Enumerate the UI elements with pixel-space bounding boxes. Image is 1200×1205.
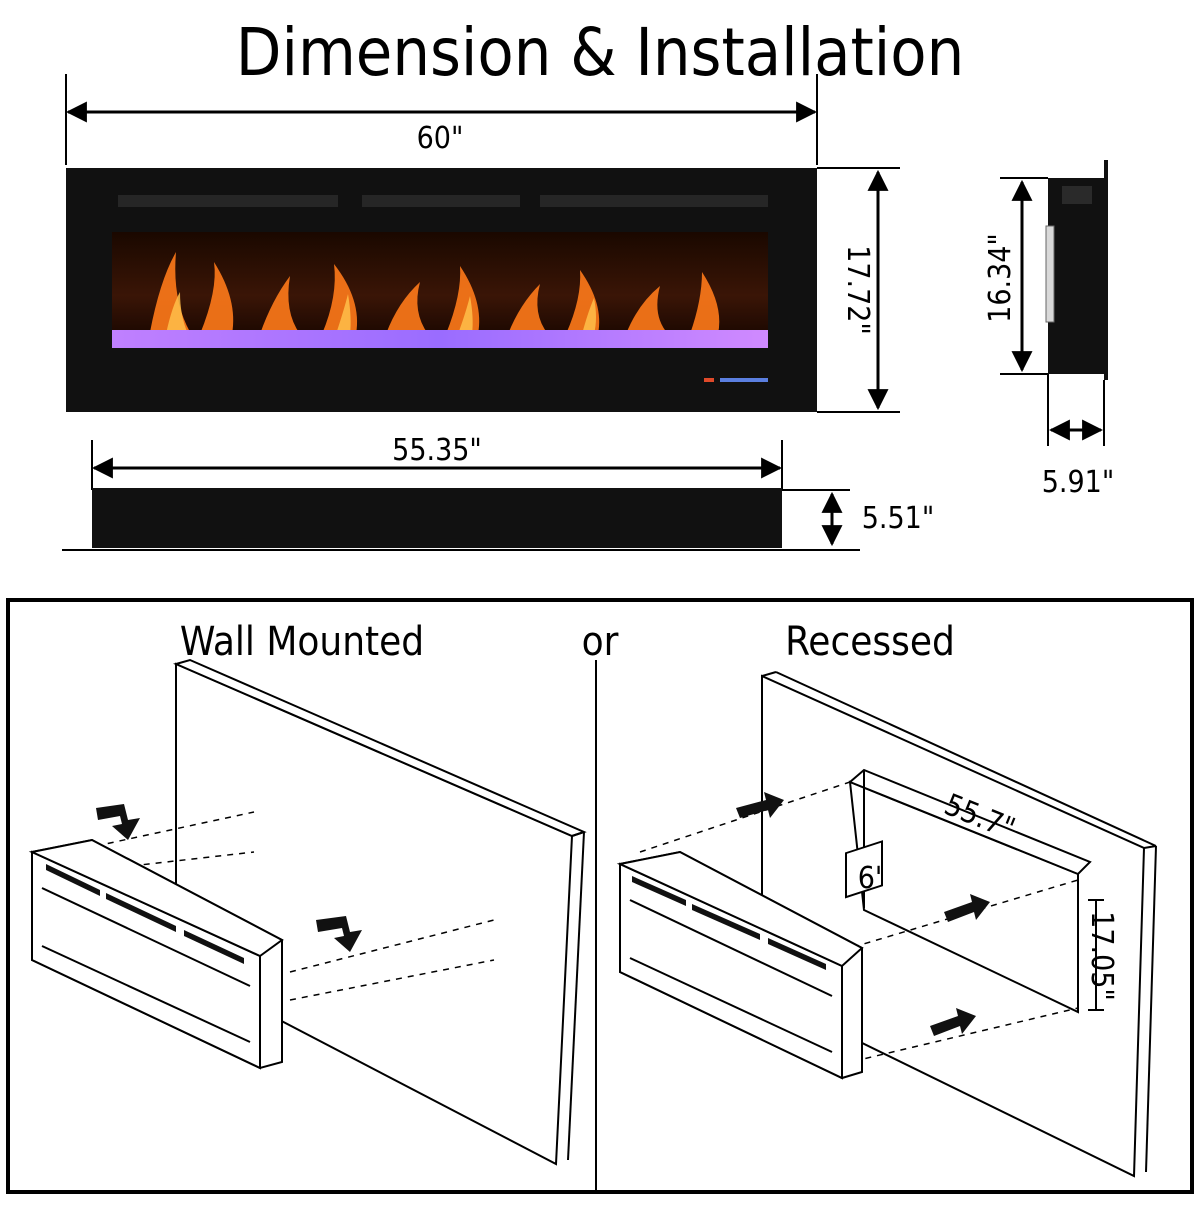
front-height-label: 17.72" [840, 245, 875, 335]
arrow-icon [316, 916, 362, 952]
recessed-label: Recessed [785, 619, 955, 665]
cutout-depth-label: 6' [858, 861, 883, 896]
side-bracket [1045, 225, 1055, 323]
fireplace-side [1048, 178, 1104, 374]
bottom-depth-label: 5.51" [862, 501, 934, 536]
installation-panel: Wall Mounted or Recessed [6, 598, 1194, 1194]
wall-mounted-label: Wall Mounted [180, 619, 424, 665]
arrow-icon [736, 792, 784, 818]
arrow-icon [930, 1008, 976, 1036]
or-label: or [582, 619, 619, 665]
recessed-arrows [736, 792, 990, 1036]
wall [175, 662, 574, 1166]
arrow-icon [96, 804, 140, 840]
top-vent [540, 195, 768, 207]
top-vent [118, 195, 338, 207]
side-depth-label: 5.91" [1042, 465, 1114, 500]
wall-mounted-illustration [28, 658, 587, 1166]
front-width-label: 60" [417, 121, 464, 156]
recessed-illustration [616, 671, 1157, 1178]
control-indicator [720, 378, 768, 382]
bottom-view: 55.35" 5.51" [62, 433, 934, 551]
panel-border [6, 598, 1194, 1194]
cutout-height-label: 17.05" [1084, 911, 1119, 1001]
wall-mounted-arrows [96, 804, 362, 952]
top-vent [362, 195, 520, 207]
front-view: 60" 17.72" [65, 74, 900, 413]
bottom-width-label: 55.35" [392, 433, 482, 468]
fireplace-bottom [92, 488, 782, 548]
crystal-bed [112, 330, 768, 348]
flame-cores [166, 292, 596, 334]
arrow-icon [944, 894, 990, 922]
recessed-vents [632, 876, 826, 970]
side-view: 16.34" 5.91" [983, 160, 1114, 500]
control-indicator [704, 378, 714, 382]
page-title: Dimension & Installation [236, 14, 965, 91]
side-height-label: 16.34" [983, 233, 1018, 323]
wall-mounted-vents [46, 864, 244, 964]
